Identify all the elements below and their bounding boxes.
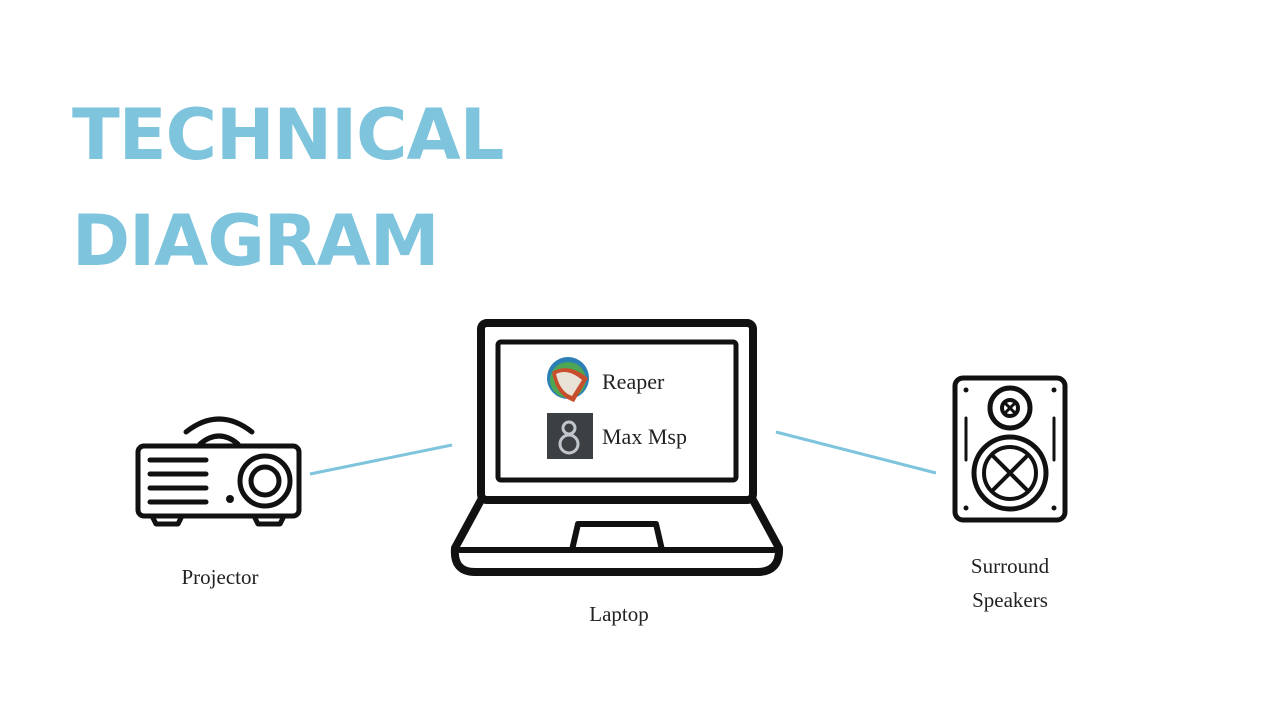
app-label-max-msp: Max Msp	[602, 424, 687, 449]
reaper-logo-icon	[547, 357, 589, 402]
projector-label: Projector	[181, 565, 259, 589]
speaker-icon	[952, 375, 1068, 523]
laptop-label: Laptop	[589, 602, 649, 626]
page-title: TECHNICAL DIAGRAM	[72, 82, 504, 294]
speakers-label-line-2: Speakers	[972, 588, 1048, 612]
speakers-label-line-1: Surround	[970, 554, 1050, 578]
connector-projector-laptop	[309, 443, 453, 476]
app-label-reaper: Reaper	[602, 369, 665, 394]
title-line-2: DIAGRAM	[72, 200, 440, 282]
max-msp-logo-icon	[547, 413, 593, 459]
laptop-icon	[450, 319, 784, 576]
connector-laptop-speakers	[775, 430, 937, 475]
projector-icon	[135, 416, 302, 527]
speakers-label: Surround Speakers	[935, 549, 1085, 617]
title-line-1: TECHNICAL	[72, 94, 504, 176]
